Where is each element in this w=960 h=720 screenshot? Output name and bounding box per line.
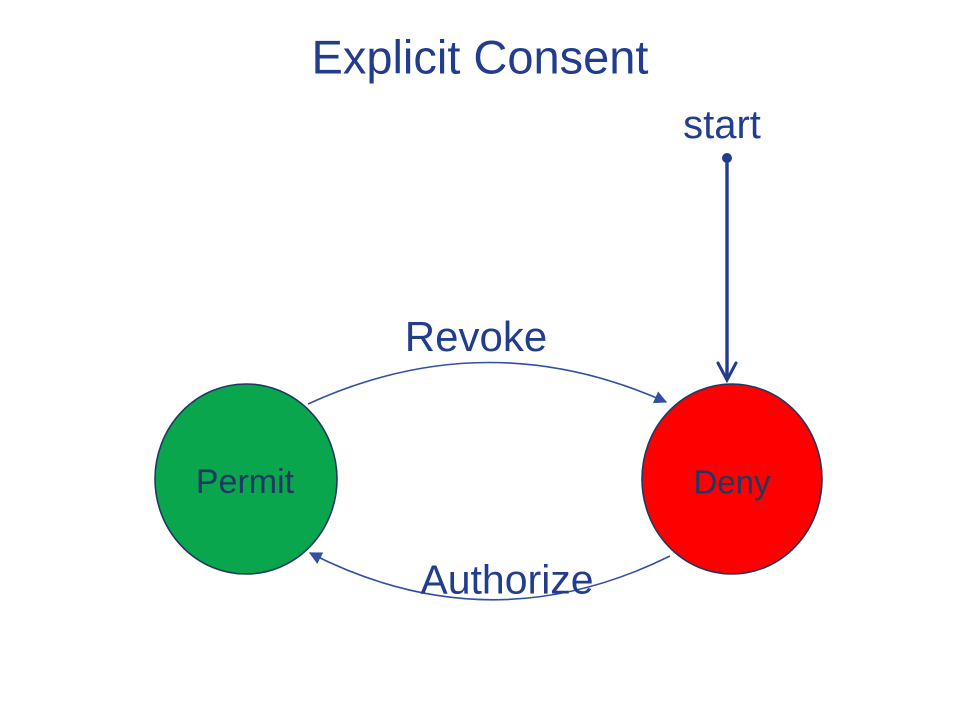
permit-state-label: Permit xyxy=(195,463,295,501)
permit-state-circle xyxy=(154,383,338,575)
deny-state-circle xyxy=(641,383,823,575)
authorize-transition-label: Authorize xyxy=(420,556,594,603)
revoke-transition-label: Revoke xyxy=(404,313,548,360)
start-label: start xyxy=(683,103,761,147)
revoke-transition-arrow xyxy=(307,361,668,405)
deny-state-label: Deny xyxy=(693,463,771,501)
start-arrowhead-icon xyxy=(716,361,738,384)
authorize-transition-arrow xyxy=(308,552,671,601)
slide-title: Explicit Consent xyxy=(311,30,649,84)
start-arrow xyxy=(716,153,738,384)
